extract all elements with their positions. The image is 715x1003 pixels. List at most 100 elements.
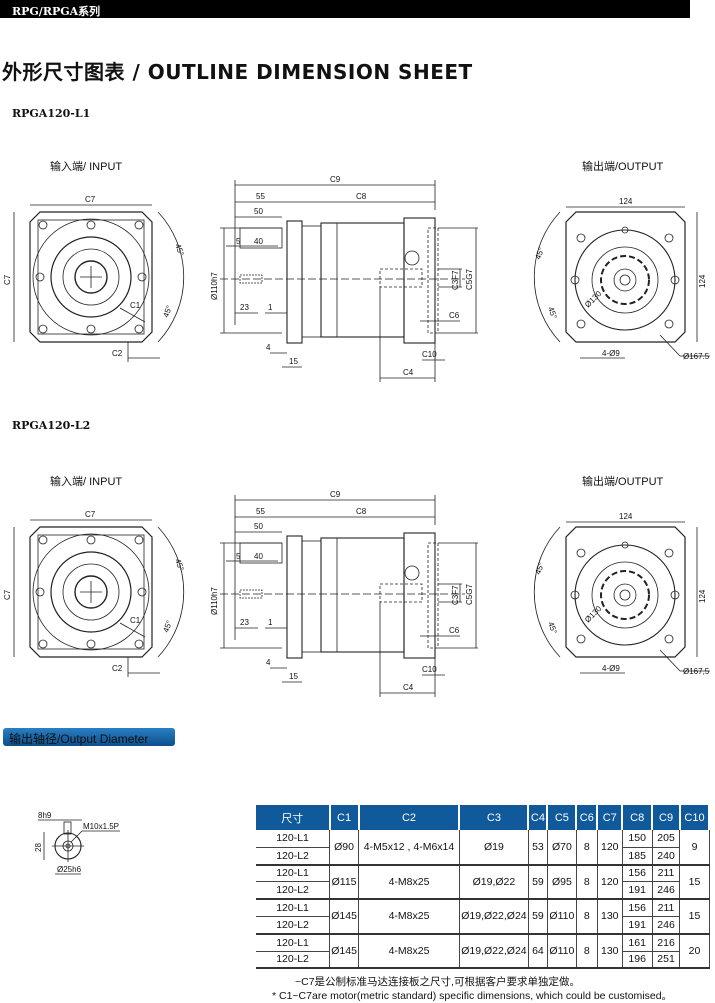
dim-dia-130: Ø130	[583, 604, 604, 625]
cell-size: 120-L1	[256, 830, 331, 848]
angle-45-upper: 45°	[173, 558, 186, 572]
cell-c6: 8	[576, 864, 598, 901]
cell-c8: 150	[622, 830, 653, 848]
cell-c8: 161	[622, 933, 653, 952]
dim-c1: C1	[130, 616, 141, 625]
dim-c3: C3F7	[451, 270, 460, 290]
cell-c7: 120	[597, 830, 623, 866]
cell-c10: 20	[679, 933, 710, 970]
cell-c4: 59	[528, 899, 548, 935]
output-angle-45-lower: 45°	[546, 306, 559, 320]
cell-c9: 240	[652, 847, 681, 866]
cell-c3: Ø19,Ø22,Ø24	[459, 899, 529, 935]
cell-c3: Ø19,Ø22	[459, 864, 529, 901]
thread-label: M10x1.5P	[83, 822, 119, 831]
dim-c1: C1	[130, 301, 141, 310]
cell-c7: 120	[597, 864, 623, 901]
cell-c6: 8	[576, 899, 598, 935]
cell-c4: 53	[528, 830, 548, 866]
output-angle-45-upper: 45°	[533, 561, 546, 575]
cell-c5: Ø110	[547, 899, 577, 935]
cell-c9: 211	[652, 864, 681, 883]
note-english: * C1~C7are motor(metric standard) specif…	[272, 990, 673, 1002]
dim-c4: C4	[403, 368, 414, 377]
shaft-dia-label: Ø25h6	[57, 865, 82, 874]
dim-124-vertical: 124	[698, 589, 707, 603]
dim-1: 1	[268, 303, 273, 312]
cell-c2: 4-M8x25	[358, 864, 460, 901]
model-label-l2: RPGA120-L2	[12, 419, 91, 432]
cell-c3: Ø19	[459, 830, 529, 866]
cell-c8: 196	[622, 951, 653, 970]
input-label: 输入端/ INPUT	[50, 159, 122, 173]
drawing-section-l1: 输入端/ INPUT C7 C7 45° 45° C1 C2 C9 55 C8 …	[0, 150, 715, 400]
note-chinese: ~C7是公制标准马达连接板之尺寸,可根据客户要求单独定做。	[295, 976, 580, 988]
dim-c6: C6	[449, 626, 460, 635]
column-header: C9	[652, 805, 681, 830]
column-header: C6	[576, 805, 599, 830]
key-width-label: 8h9	[38, 811, 52, 820]
cell-size: 120-L2	[256, 951, 331, 970]
column-header: C10	[679, 805, 711, 830]
output-shaft-drawing: 8h9 28 M10x1.5P Ø25h6	[34, 811, 120, 875]
dim-15: 15	[289, 672, 298, 681]
dim-c5: C5G7	[465, 269, 474, 290]
cell-size: 120-L1	[256, 864, 331, 883]
cell-c1: Ø115	[329, 864, 360, 901]
cell-c8: 191	[622, 916, 653, 935]
dim-55: 55	[256, 192, 265, 201]
dim-50: 50	[254, 522, 263, 531]
cell-c2: 4-M8x25	[358, 899, 460, 935]
cell-c7: 130	[597, 933, 623, 970]
cell-c6: 8	[576, 933, 598, 970]
dim-40: 40	[254, 237, 263, 246]
cell-c9: 216	[652, 933, 681, 952]
output-angle-45-upper: 45°	[533, 246, 546, 260]
cell-c7: 130	[597, 899, 623, 935]
model-label-l1: RPGA120-L1	[12, 107, 91, 120]
column-header: C7	[597, 805, 624, 830]
dim-c7-vertical: C7	[3, 589, 12, 600]
output-diameter-badge: 输出轴径/Output Diameter	[3, 728, 175, 746]
dim-15: 15	[289, 357, 298, 366]
cell-c1: Ø145	[329, 899, 360, 935]
cell-c4: 64	[528, 933, 548, 970]
angle-45-lower: 45°	[161, 304, 174, 318]
dim-c5: C5G7	[465, 584, 474, 605]
cell-c6: 8	[576, 830, 598, 866]
angle-45-lower: 45°	[161, 619, 174, 633]
column-header: C1	[329, 805, 360, 830]
dim-23: 23	[240, 303, 249, 312]
dim-4-dia-9: 4-Ø9	[602, 664, 620, 673]
cell-c3: Ø19,Ø22,Ø24	[459, 933, 529, 970]
cell-c1: Ø90	[329, 830, 360, 866]
cell-size: 120-L1	[256, 899, 331, 917]
dim-dia-110: Ø110h7	[210, 272, 219, 300]
dim-124-vertical: 124	[698, 274, 707, 288]
dim-c4: C4	[403, 683, 414, 692]
cell-c5: Ø110	[547, 933, 577, 970]
angle-45-upper: 45°	[173, 243, 186, 257]
cell-c8: 191	[622, 881, 653, 901]
cell-c5: Ø95	[547, 864, 577, 901]
cell-c9: 246	[652, 916, 681, 935]
dim-1: 1	[268, 618, 273, 627]
cell-size: 120-L1	[256, 933, 331, 952]
dim-c2: C2	[112, 349, 123, 358]
cell-c9: 211	[652, 899, 681, 917]
page-title: 外形尺寸图表 / OUTLINE DIMENSION SHEET	[2, 60, 473, 84]
cell-c9: 251	[652, 951, 681, 970]
cell-c4: 59	[528, 864, 548, 901]
dim-c6: C6	[449, 311, 460, 320]
dim-55: 55	[256, 507, 265, 516]
dim-dia-167: Ø167,5	[683, 667, 710, 676]
dim-50: 50	[254, 207, 263, 216]
column-header: C2	[358, 805, 461, 830]
cell-size: 120-L2	[256, 881, 331, 901]
